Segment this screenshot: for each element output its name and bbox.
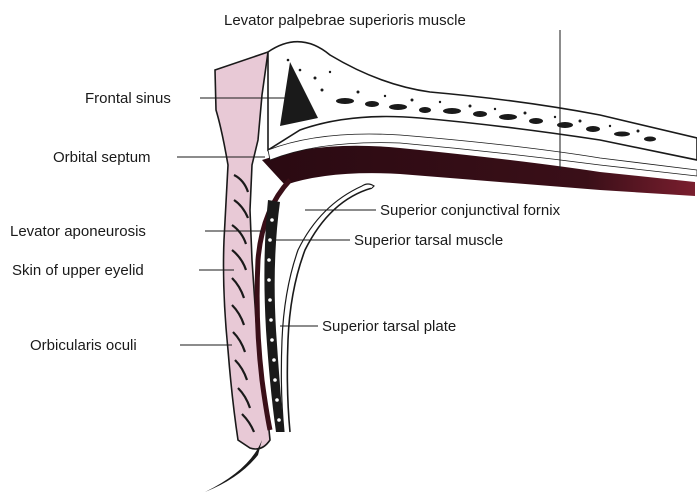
label-superior-conjunctival-fornix: Superior conjunctival fornix xyxy=(380,202,560,219)
label-levator-palpebrae: Levator palpebrae superioris muscle xyxy=(224,12,466,29)
label-orbital-septum: Orbital septum xyxy=(53,149,151,166)
fornix-tip xyxy=(362,184,374,188)
tarsal-plate-column xyxy=(264,200,284,432)
levator-muscle-band xyxy=(262,146,695,196)
label-orbicularis-oculi: Orbicularis oculi xyxy=(30,337,137,354)
label-skin-upper-eyelid: Skin of upper eyelid xyxy=(12,262,144,279)
label-frontal-sinus: Frontal sinus xyxy=(85,90,171,107)
conjunctival-fornix-outer xyxy=(287,188,372,432)
label-superior-tarsal-plate: Superior tarsal plate xyxy=(322,318,456,335)
label-superior-tarsal-muscle: Superior tarsal muscle xyxy=(354,232,503,249)
label-levator-aponeurosis: Levator aponeurosis xyxy=(10,223,146,240)
